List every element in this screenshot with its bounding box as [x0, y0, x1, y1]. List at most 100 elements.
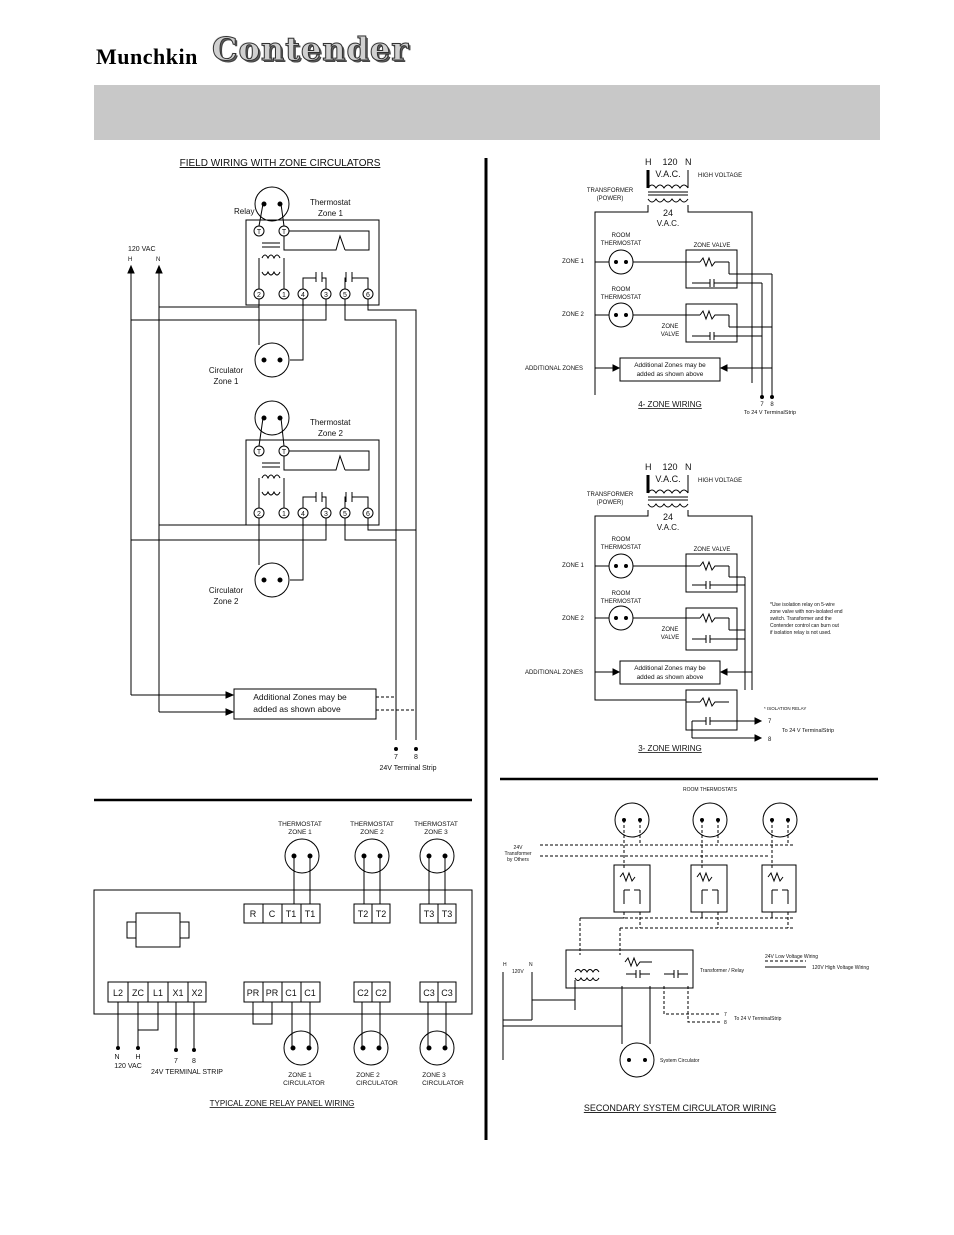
term: 3 — [324, 292, 328, 299]
additional-zones-text: added as shown above — [637, 674, 704, 681]
thermostat-label: Thermostat — [310, 198, 351, 207]
note-line: if isolation relay is not used. — [770, 630, 831, 636]
h-label: H — [503, 962, 507, 968]
terminal-8: 8 — [724, 1020, 727, 1026]
terminal-label: T3 — [442, 909, 453, 919]
term: T — [282, 229, 287, 236]
header-banner — [94, 85, 880, 140]
note-line: *Use isolation relay on 5-wire — [770, 602, 835, 608]
terminal-label: C3 — [441, 988, 453, 998]
n-label: N — [685, 157, 692, 167]
zone-label: ZONE 1 — [562, 259, 584, 265]
isolation-note: *Use isolation relay on 5-wire zone valv… — [770, 602, 843, 636]
vac-label: V.A.C. — [657, 219, 679, 228]
terminal-label: C2 — [357, 988, 369, 998]
thermostat-label: THERMOSTAT — [601, 545, 642, 551]
terminal-8: 8 — [414, 754, 418, 761]
h-label: H — [128, 257, 132, 263]
voltage-label: 24 — [663, 208, 673, 218]
term: 6 — [366, 292, 370, 299]
thermostat-label: THERMOSTAT — [278, 821, 322, 828]
transformer-relay-label: Transformer / Relay — [700, 968, 744, 974]
term: T — [257, 449, 262, 456]
circulator-label: CIRCULATOR — [356, 1080, 398, 1087]
diagram-field-wiring: FIELD WIRING WITH ZONE CIRCULATORS Relay… — [127, 158, 437, 772]
thermostat-label: THERMOSTAT — [350, 821, 394, 828]
term: T — [282, 449, 287, 456]
relay-label: Relay — [234, 207, 254, 216]
vac-label: 120 VAC — [114, 1063, 142, 1070]
additional-zones-text: added as shown above — [253, 704, 341, 714]
h-label: H — [135, 1054, 140, 1061]
terminal-label: L2 — [113, 988, 123, 998]
vac-label: V.A.C. — [655, 169, 680, 179]
brand-munchkin-logo: Munchkin — [96, 44, 198, 69]
thermostat-label: THERMOSTAT — [601, 295, 642, 301]
additional-zones-text: Additional Zones may be — [634, 362, 706, 369]
circulator-zone-label: ZONE 3 — [422, 1072, 446, 1079]
brand-contender-logo: Contender — [211, 30, 410, 69]
transformer-label: (POWER) — [597, 196, 624, 202]
note-line: switch. Transformer and the — [770, 616, 832, 622]
zone-label: ZONE 2 — [360, 829, 384, 836]
diagram-4-zone-wiring: H 120 N V.A.C. HIGH VOLTAGE TRANSFORMER … — [525, 157, 796, 416]
h-label: H — [645, 462, 652, 472]
room-label: ROOM — [612, 233, 631, 239]
n-label: N — [114, 1054, 119, 1061]
h-label: H — [645, 157, 652, 167]
terminal-label: X2 — [191, 988, 202, 998]
transformer-label: 24V — [514, 845, 524, 851]
term: 1 — [282, 511, 286, 518]
term: 3 — [324, 511, 328, 518]
high-voltage-label: HIGH VOLTAGE — [698, 478, 742, 484]
term: 4 — [301, 292, 305, 299]
circulator-zone-label: ZONE 1 — [288, 1072, 312, 1079]
terminal-label: C3 — [423, 988, 435, 998]
term: 5 — [343, 511, 347, 518]
terminal-label: C2 — [375, 988, 387, 998]
room-label: ROOM — [612, 287, 631, 293]
vac-label: 120 VAC — [128, 246, 156, 253]
additional-zones-text: Additional Zones may be — [634, 665, 706, 672]
thermostat-zone-label: Zone 1 — [318, 209, 343, 218]
legend-low-voltage: 24V Low Voltage Wiring — [765, 954, 818, 960]
thermostat-label: THERMOSTAT — [601, 599, 642, 605]
terminal-label: C — [269, 909, 276, 919]
diagram-zone-relay-panel: THERMOSTAT ZONE 1 THERMOSTAT ZONE 2 THER… — [93, 821, 473, 1108]
high-voltage-label: HIGH VOLTAGE — [698, 173, 742, 179]
zone-valve-label: VALVE — [661, 635, 679, 641]
diagram-title: SECONDARY SYSTEM CIRCULATOR WIRING — [584, 1103, 776, 1113]
terminal-label: ZC — [132, 988, 144, 998]
terminal-label: T1 — [305, 909, 316, 919]
transformer-label: TRANSFORMER — [587, 188, 634, 194]
terminal-label: T3 — [424, 909, 435, 919]
vac-label: V.A.C. — [655, 474, 680, 484]
term: 2 — [257, 292, 261, 299]
voltage-label: 120 — [662, 157, 677, 167]
additional-zones-label: ADDITIONAL ZONES — [525, 670, 583, 676]
legend-high-voltage: 120V High Voltage Wiring — [812, 965, 869, 971]
circulator-label: CIRCULATOR — [283, 1080, 325, 1087]
room-thermostats-label: ROOM THERMOSTATS — [683, 787, 738, 793]
terminal-label: R — [250, 909, 257, 919]
zone-label: ZONE 3 — [424, 829, 448, 836]
zone-valve-label: VALVE — [661, 332, 679, 338]
circulator-label: CIRCULATOR — [422, 1080, 464, 1087]
term: 5 — [343, 292, 347, 299]
diagram-title: 3- ZONE WIRING — [638, 744, 702, 753]
vac-label: V.A.C. — [657, 523, 679, 532]
terminal-label: L1 — [153, 988, 163, 998]
diagram-secondary-circulator: ROOM THERMOSTATS 24V Transformer by Othe… — [502, 787, 869, 1113]
isolation-relay-label: * ISOLATION RELAY — [764, 706, 806, 711]
zone-valve-label: ZONE VALVE — [694, 243, 731, 249]
zone-label: ZONE 2 — [562, 616, 584, 622]
terminal-strip-label: 24V TERMINAL STRIP — [151, 1069, 223, 1076]
diagram-3-zone-wiring: H 120 N V.A.C. HIGH VOLTAGE TRANSFORMER … — [525, 462, 843, 753]
circulator-zone-label: ZONE 2 — [356, 1072, 380, 1079]
transformer-label: Transformer — [504, 851, 531, 857]
terminal-7: 7 — [174, 1058, 178, 1065]
voltage-label: 120V — [512, 969, 524, 975]
voltage-label: 120 — [662, 462, 677, 472]
terminal-strip-label: To 24 V TerminalStrip — [734, 1016, 782, 1022]
